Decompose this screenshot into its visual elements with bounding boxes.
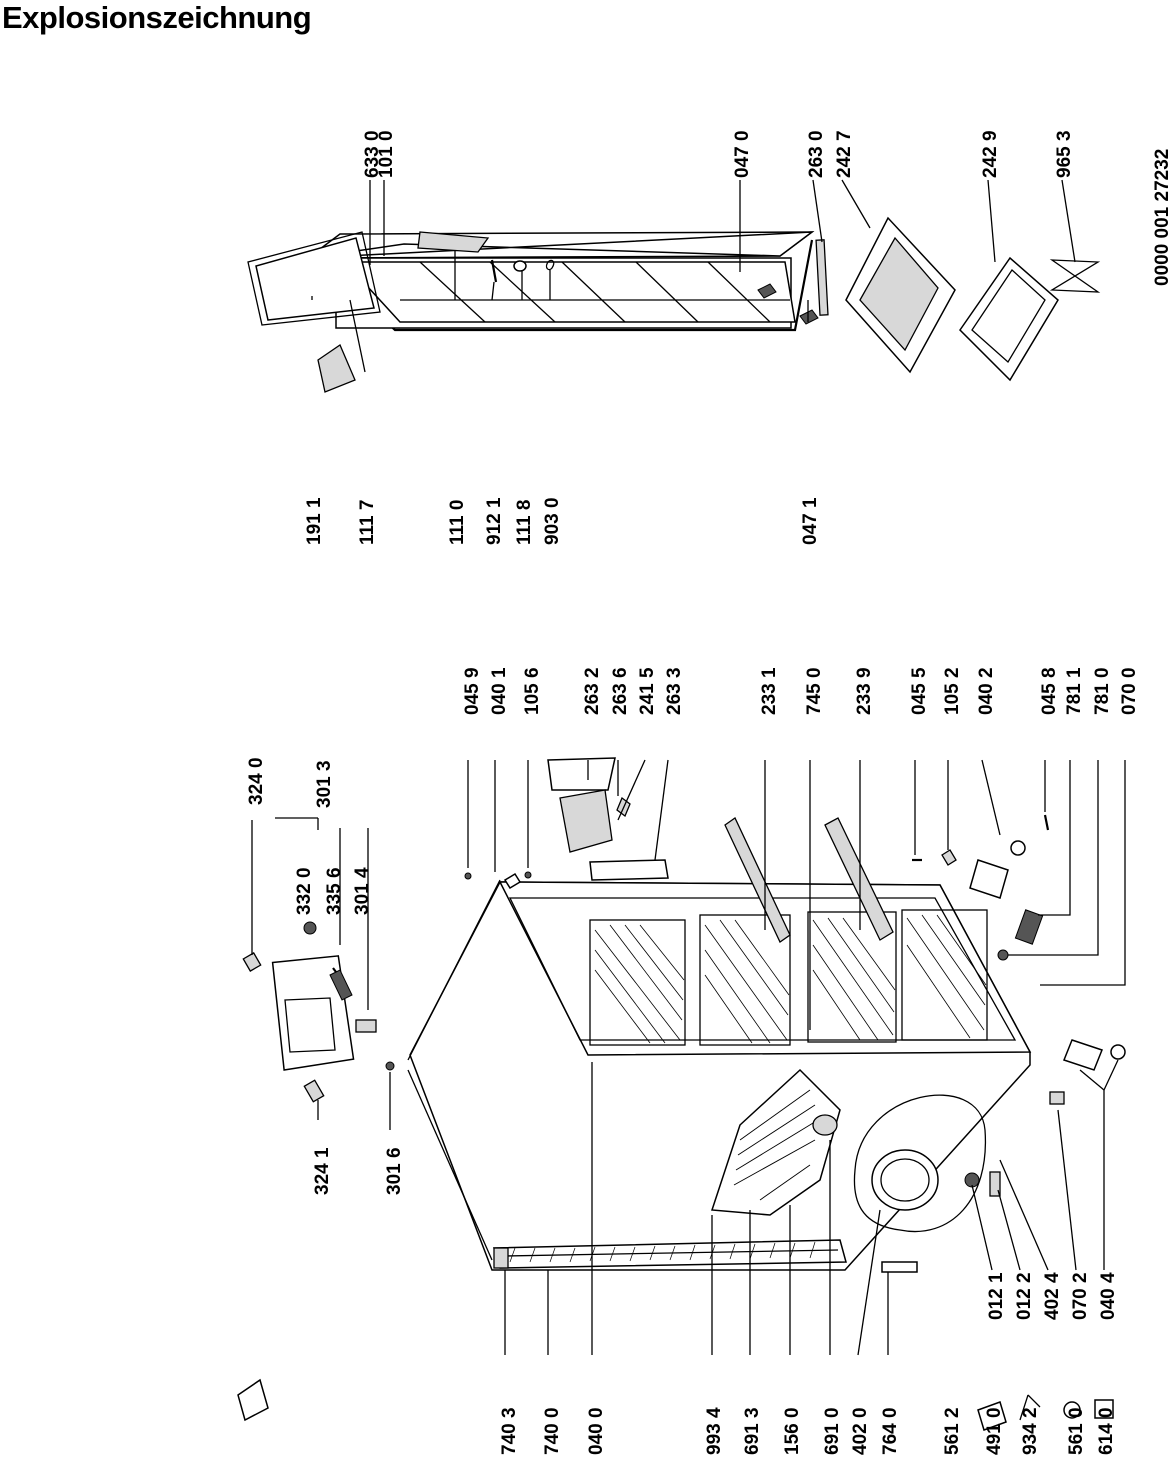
part-label: 335 6 xyxy=(324,867,345,915)
part-label: 045 9 xyxy=(462,667,483,715)
part-label: 040 1 xyxy=(489,667,510,715)
part-label: 070 2 xyxy=(1070,1272,1091,1320)
part-label: 263 6 xyxy=(610,667,631,715)
part-label: 745 0 xyxy=(804,667,825,715)
part-label: 301 4 xyxy=(352,867,373,915)
part-label: 993 4 xyxy=(704,1407,725,1455)
part-label: 633 0 xyxy=(362,130,383,178)
part-label: 040 4 xyxy=(1098,1272,1119,1320)
spare-parts-bottom xyxy=(237,1378,1114,1431)
part-label: 047 0 xyxy=(732,130,753,178)
part-label: 561 0 xyxy=(1066,1407,1087,1455)
part-label: 740 0 xyxy=(542,1407,563,1455)
part-label: 965 3 xyxy=(1054,130,1075,178)
part-label: 324 0 xyxy=(246,757,267,805)
part-label: 045 5 xyxy=(909,667,930,715)
part-label: 740 3 xyxy=(499,1407,520,1455)
door-assembly xyxy=(247,231,819,393)
page-title: Explosionszeichnung xyxy=(2,0,312,35)
part-label: 111 7 xyxy=(357,500,378,545)
part-label: 491 0 xyxy=(984,1407,1005,1455)
part-label: 301 3 xyxy=(314,760,335,808)
part-label: 561 2 xyxy=(942,1407,963,1455)
part-label: 903 0 xyxy=(542,497,563,545)
part-label: 233 9 xyxy=(854,667,875,715)
part-label: 301 6 xyxy=(384,1147,405,1195)
part-label: 263 3 xyxy=(664,667,685,715)
part-label: 912 1 xyxy=(484,497,505,545)
part-label: 781 0 xyxy=(1092,667,1113,715)
part-label: 324 1 xyxy=(312,1147,333,1195)
part-label: 111 0 xyxy=(447,500,468,545)
part-label: 111 8 xyxy=(514,500,535,545)
leader-lines xyxy=(251,179,1126,1356)
part-labels: 324 0 301 3 332 0 335 6 301 4 324 1 301 … xyxy=(246,130,1171,1455)
part-label: 263 2 xyxy=(582,667,603,715)
part-label: 045 8 xyxy=(1039,667,1060,715)
part-label: 012 1 xyxy=(986,1272,1007,1320)
part-label: 233 1 xyxy=(759,667,780,715)
cabinet-body xyxy=(242,757,1126,1273)
part-label: 156 0 xyxy=(782,1407,803,1455)
part-label: 070 0 xyxy=(1119,667,1140,715)
part-label: 691 3 xyxy=(742,1407,763,1455)
part-label: 040 0 xyxy=(586,1407,607,1455)
part-label: 781 1 xyxy=(1064,667,1085,715)
part-label: 614 0 xyxy=(1096,1407,1117,1455)
part-label: 764 0 xyxy=(880,1407,901,1455)
part-label: 012 2 xyxy=(1014,1272,1035,1320)
part-label: 263 0 xyxy=(806,130,827,178)
drawer-assembly xyxy=(815,216,1101,382)
part-label: 101 0 xyxy=(376,130,397,178)
part-label: 191 1 xyxy=(304,497,325,545)
part-label: 040 2 xyxy=(976,667,997,715)
part-label: 105 2 xyxy=(942,667,963,715)
document-number: 0000 001 27232 xyxy=(1152,149,1171,286)
part-label: 242 7 xyxy=(834,130,855,178)
part-label: 047 1 xyxy=(800,497,821,545)
part-label: 242 9 xyxy=(980,130,1001,178)
part-label: 332 0 xyxy=(294,867,315,915)
part-label: 402 4 xyxy=(1042,1272,1063,1320)
part-label: 691 0 xyxy=(822,1407,843,1455)
part-label: 402 0 xyxy=(850,1407,871,1455)
part-label: 241 5 xyxy=(637,667,658,715)
part-label: 105 6 xyxy=(522,667,543,715)
part-label: 934 2 xyxy=(1020,1407,1041,1455)
